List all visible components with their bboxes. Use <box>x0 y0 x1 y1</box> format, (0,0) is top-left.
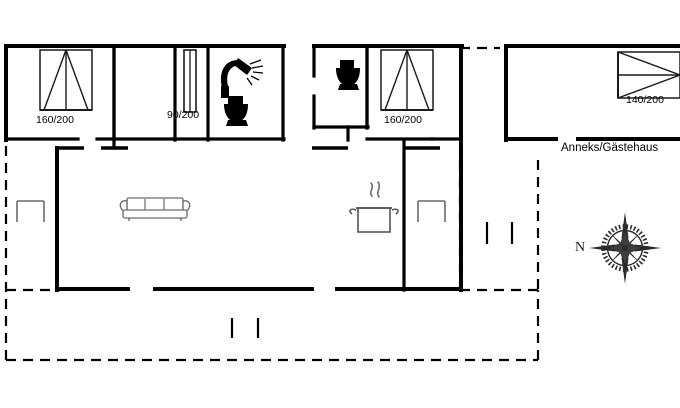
annex-caption: Anneks/Gästehaus <box>561 142 659 154</box>
shower-icon <box>220 58 264 98</box>
double-bed-icon-left <box>39 49 93 111</box>
compass-rose-icon <box>589 212 661 284</box>
bed-dimension-label-single: 90/200 <box>167 109 200 121</box>
table-icon-right <box>417 200 446 222</box>
bed-dimension-label-annex: 140/200 <box>626 94 664 106</box>
main-house-walls <box>4 44 464 292</box>
table-icon-left <box>16 200 45 222</box>
toilet-icon-right <box>336 60 360 90</box>
terrace-posts <box>230 222 514 338</box>
toilet-icon-left <box>224 96 248 126</box>
annex-walls <box>504 44 680 142</box>
double-bed-icon-annex <box>617 51 680 99</box>
bed-dimension-label-left: 160/200 <box>36 114 74 126</box>
interior-walls <box>4 45 463 292</box>
single-bed-icon <box>183 49 197 113</box>
cooking-pot-icon <box>349 181 399 233</box>
compass-north-label: N <box>575 240 586 255</box>
wall-stubs <box>57 146 440 291</box>
double-bed-icon-right <box>380 49 434 111</box>
sofa-icon <box>119 197 191 221</box>
bed-dimension-label-right: 160/200 <box>384 114 422 126</box>
